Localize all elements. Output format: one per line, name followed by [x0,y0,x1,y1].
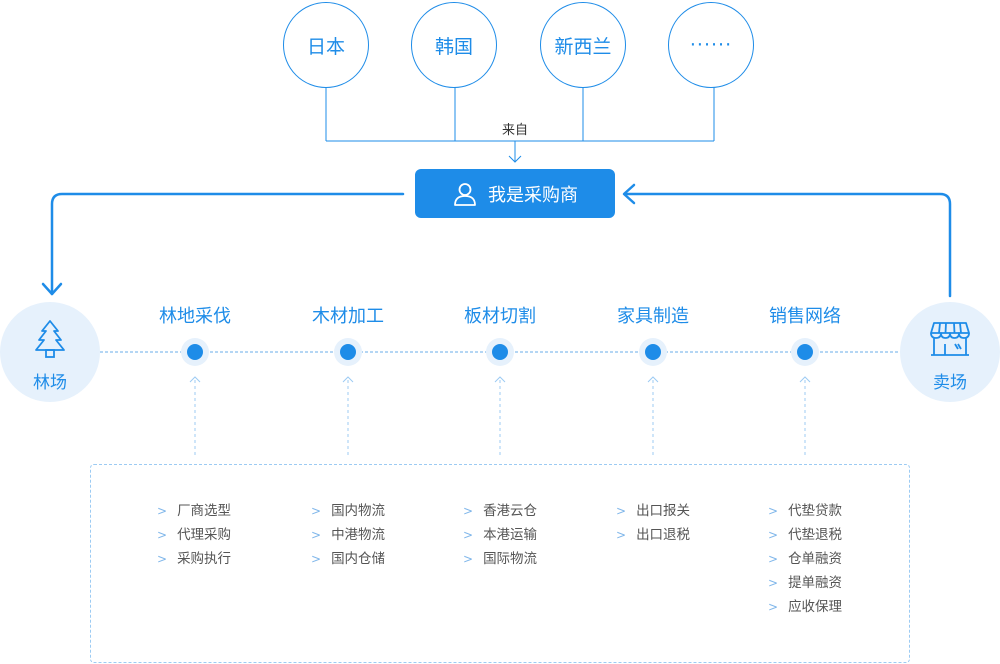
chevron-right-icon: > [311,528,322,542]
buyer-box: 我是采购商 [415,169,615,218]
list-item: > 国内仓储 [311,550,385,574]
list-item: > 应收保理 [768,598,842,622]
chevron-right-icon: > [311,552,322,566]
service-label: 代垫退税 [788,527,843,543]
buyer-label: 我是采购商 [488,184,578,206]
store-icon [930,322,970,356]
chevron-right-icon: > [463,552,474,566]
forest-label: 林场 [33,373,67,393]
service-label: 本港运输 [483,527,538,543]
service-label: 代理采购 [177,527,232,543]
forest-node: 林场 [0,302,100,402]
stage-dot [181,338,209,366]
stage-label-furniture-making: 家具制造 [617,306,689,327]
service-label: 国内物流 [331,503,386,519]
list-item: > 出口退税 [616,526,690,550]
list-item: > 国际物流 [463,550,537,574]
list-item: > 采购执行 [157,550,231,574]
tree-icon [35,320,65,358]
market-label: 卖场 [933,373,967,393]
service-label: 仓单融资 [788,551,843,567]
stage-label-logging: 林地采伐 [159,306,231,327]
services-list-sales-network: > 代垫贷款 > 代垫退税 > 仓单融资 > 提单融资 > 应收保理 [768,502,842,622]
services-list-logging: > 厂商选型 > 代理采购 > 采购执行 [157,502,231,574]
country-new-zealand: 新西兰 [540,2,626,88]
country-korea: 韩国 [411,2,497,88]
stage-dot [791,338,819,366]
stage-dot [334,338,362,366]
chevron-right-icon: > [463,528,474,542]
services-panel [90,464,910,663]
service-label: 出口退税 [636,527,691,543]
list-item: > 中港物流 [311,526,385,550]
chevron-right-icon: > [311,504,322,518]
services-list-timber-processing: > 国内物流 > 中港物流 > 国内仓储 [311,502,385,574]
service-label: 厂商选型 [177,503,232,519]
stage-label-sales-network: 销售网络 [769,306,841,327]
chevron-right-icon: > [463,504,474,518]
stage-dot [486,338,514,366]
service-label: 香港云仓 [483,503,538,519]
service-label: 提单融资 [788,575,843,591]
service-label: 应收保理 [788,599,843,615]
chevron-right-icon: > [768,576,779,590]
service-label: 国内仓储 [331,551,386,567]
country-japan: 日本 [283,2,369,88]
chevron-right-icon: > [616,528,627,542]
list-item: > 代理采购 [157,526,231,550]
list-item: > 本港运输 [463,526,537,550]
list-item: > 厂商选型 [157,502,231,526]
market-node: 卖场 [900,302,1000,402]
stage-label-timber-processing: 木材加工 [312,306,384,327]
stage-dot [639,338,667,366]
stage-label-board-cutting: 板材切割 [464,306,536,327]
list-item: > 国内物流 [311,502,385,526]
chevron-right-icon: > [157,504,168,518]
service-label: 代垫贷款 [788,503,843,519]
chevron-right-icon: > [768,600,779,614]
services-list-furniture-making: > 出口报关 > 出口退税 [616,502,690,550]
list-item: > 代垫退税 [768,526,842,550]
service-label: 中港物流 [331,527,386,543]
chevron-right-icon: > [768,504,779,518]
chevron-right-icon: > [768,528,779,542]
service-label: 采购执行 [177,551,232,567]
country-more: ······ [668,2,754,88]
list-item: > 提单融资 [768,574,842,598]
services-list-board-cutting: > 香港云仓 > 本港运输 > 国际物流 [463,502,537,574]
list-item: > 代垫贷款 [768,502,842,526]
chevron-right-icon: > [616,504,627,518]
user-icon [454,182,476,206]
service-label: 国际物流 [483,551,538,567]
chevron-right-icon: > [157,552,168,566]
list-item: > 仓单融资 [768,550,842,574]
service-label: 出口报关 [636,503,691,519]
chevron-right-icon: > [157,528,168,542]
from-label: 来自 [501,123,528,138]
chevron-right-icon: > [768,552,779,566]
list-item: > 出口报关 [616,502,690,526]
list-item: > 香港云仓 [463,502,537,526]
